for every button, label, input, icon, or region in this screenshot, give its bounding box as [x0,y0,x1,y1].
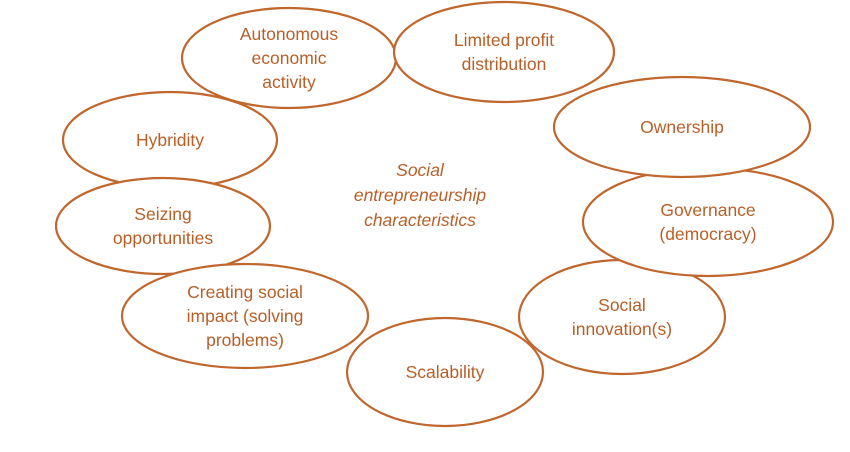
node-label-governance-line-1: Governance [660,200,755,220]
node-label-social-innovations-line-2: innovation(s) [572,319,672,339]
node-limited-profit-distribution: Limited profit distribution [392,0,616,104]
node-label-seizing-opportunities-line-2: opportunities [113,228,213,248]
node-ellipse-social-innovations [517,258,727,376]
node-label-ownership-line-1: Ownership [640,117,724,137]
node-creating-social-impact: Creating social impact (solving problems) [120,262,370,370]
node-label-limited-profit-distribution-line-1: Limited profit [454,30,554,50]
node-label-creating-social-impact-line-3: problems) [206,330,284,350]
center-label: Social entrepreneurship characteristics [354,160,487,230]
node-label-social-innovations-line-1: Social [598,295,646,315]
node-ellipse-seizing-opportunities [54,176,272,276]
node-label-creating-social-impact-line-1: Creating social [187,282,303,302]
node-ellipse-scalability [345,316,545,428]
node-autonomous-economic-activity: Autonomous economic activity [180,6,398,110]
node-label-hybridity-line-1: Hybridity [136,130,204,150]
center-label-line-2: entrepreneurship [354,185,487,205]
node-governance: Governance (democracy) [581,166,835,278]
node-label-autonomous-economic-activity-line-1: Autonomous [240,24,339,44]
node-label-autonomous-economic-activity-line-2: economic [252,48,327,68]
node-label-autonomous-economic-activity-line-3: activity [262,72,316,92]
node-ellipse-limited-profit-distribution [392,0,616,104]
node-hybridity: Hybridity [61,90,279,190]
node-label-governance-line-2: (democracy) [659,224,756,244]
node-social-innovations: Social innovation(s) [517,258,727,376]
node-ellipse-governance [581,166,835,278]
node-label-scalability-line-1: Scalability [406,362,485,382]
center-label-line-1: Social [396,160,445,180]
center-label-line-3: characteristics [364,210,476,230]
node-ownership: Ownership [552,75,812,179]
node-label-creating-social-impact-line-2: impact (solving [187,306,304,326]
node-label-seizing-opportunities-line-1: Seizing [134,204,191,224]
node-seizing-opportunities: Seizing opportunities [54,176,272,276]
node-scalability: Scalability [345,316,545,428]
node-ellipse-creating-social-impact [120,262,370,370]
node-label-limited-profit-distribution-line-2: distribution [462,54,547,74]
node-ellipse-ownership [552,75,812,179]
